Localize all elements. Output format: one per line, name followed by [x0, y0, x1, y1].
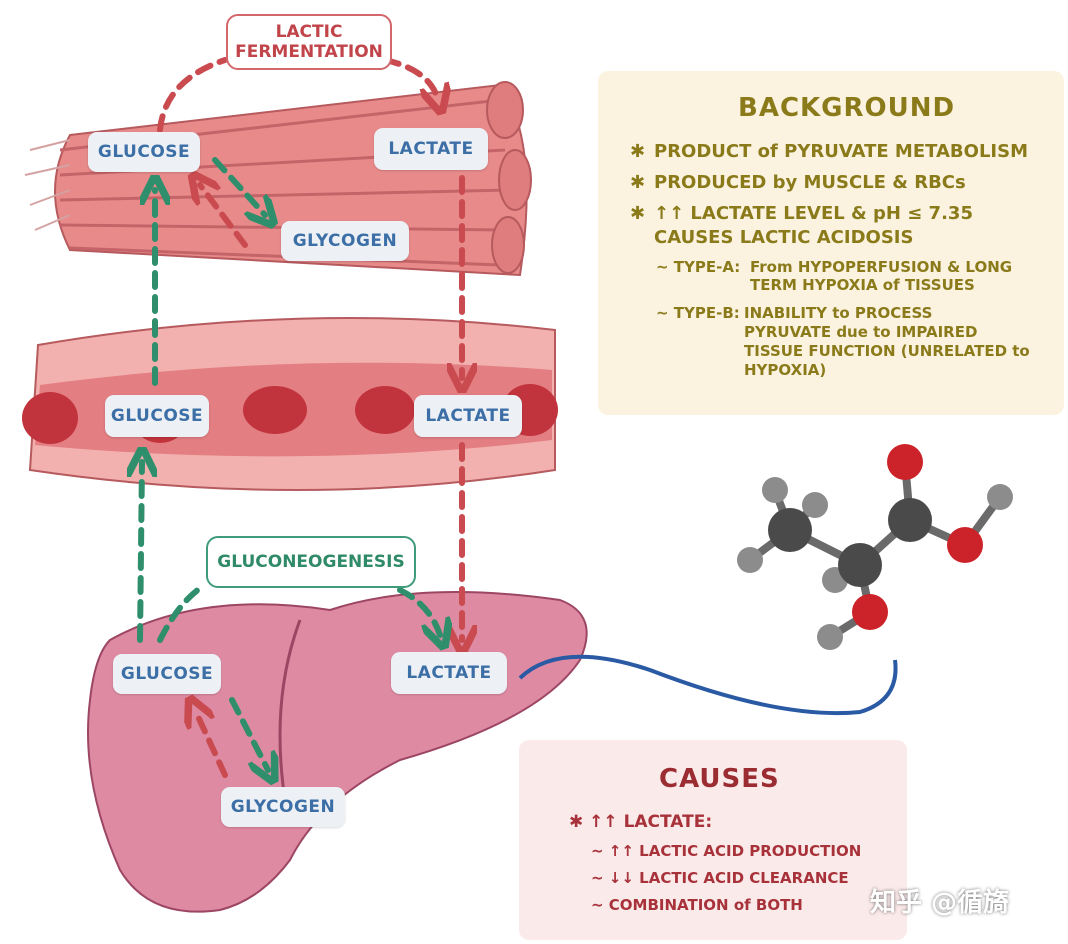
molecule-connector	[518, 654, 898, 716]
lactic-acid-molecule-icon	[737, 444, 1013, 650]
red-arrows	[157, 57, 462, 778]
causes-title: CAUSES	[659, 764, 780, 794]
blood-lactate-pill: LACTATE	[414, 395, 522, 437]
type-b-line-4: HYPOXIA)	[744, 361, 827, 379]
gluconeogenesis-label: GLUCONEOGENESIS	[206, 536, 416, 588]
background-bullet-3: ✱	[630, 203, 646, 224]
liver-glucose-pill: GLUCOSE	[113, 654, 221, 694]
type-b-line-2: PYRUVATE due to IMPAIRED	[744, 323, 978, 341]
background-title: BACKGROUND	[738, 93, 956, 123]
background-item-3: ↑↑ LACTATE LEVEL & pH ≤ 7.35	[654, 203, 973, 224]
muscle-glycogen-to-glucose-arrow	[200, 185, 248, 248]
blood-glucose-pill: GLUCOSE	[105, 395, 209, 437]
lactic-fermentation-label: LACTIC FERMENTATION	[226, 14, 392, 70]
causes-panel: CAUSES ✱ ↑↑ LACTATE: ~ ↑↑ LACTIC ACID PR…	[519, 740, 907, 940]
causes-main: ✱ ↑↑ LACTATE:	[569, 812, 713, 832]
type-b-line-3: TISSUE FUNCTION (UNRELATED to	[744, 342, 1030, 360]
liver-to-blood-glucose-arrow	[140, 462, 142, 643]
fermentation-in-arrow	[157, 57, 228, 133]
causes-item-2: ~ ↓↓ LACTIC ACID CLEARANCE	[591, 869, 849, 887]
muscle-glycogen-pill: GLYCOGEN	[281, 221, 409, 261]
liver-glycogen-to-glucose-arrow	[195, 710, 228, 778]
background-bullet-1: ✱	[630, 141, 646, 162]
liver-glycogen-pill: GLYCOGEN	[221, 787, 345, 827]
background-bullet-2: ✱	[630, 172, 646, 193]
causes-item-3: ~ COMBINATION of BOTH	[591, 896, 803, 914]
muscle-illustration	[24, 81, 532, 277]
type-a-label: ~ TYPE-A:	[656, 258, 741, 276]
type-a-line-2: TERM HYPOXIA of TISSUES	[750, 276, 975, 294]
background-panel: BACKGROUND ✱ PRODUCT of PYRUVATE METABOL…	[598, 71, 1064, 415]
background-item-4: CAUSES LACTIC ACIDOSIS	[654, 227, 914, 248]
muscle-lactate-pill: LACTATE	[374, 128, 488, 170]
fermentation-out-arrow	[382, 57, 438, 100]
type-b-label: ~ TYPE-B:	[656, 304, 740, 322]
gluconeogenesis-out-arrow	[157, 582, 208, 643]
muscle-glucose-to-glycogen-arrow	[212, 157, 265, 215]
green-arrows	[140, 157, 440, 770]
causes-item-1: ~ ↑↑ LACTIC ACID PRODUCTION	[591, 842, 862, 860]
liver-lactate-pill: LACTATE	[391, 652, 507, 694]
background-item-2: PRODUCED by MUSCLE & RBCs	[654, 172, 966, 193]
type-a-line-1: From HYPOPERFUSION & LONG	[750, 258, 1013, 276]
gluconeogenesis-in-arrow	[397, 587, 440, 635]
type-b-line-1: INABILITY to PROCESS	[744, 304, 933, 322]
watermark: 知乎 @循旖	[870, 888, 1010, 918]
muscle-glucose-pill: GLUCOSE	[88, 132, 200, 172]
background-item-1: PRODUCT of PYRUVATE METABOLISM	[654, 141, 1029, 162]
liver-glucose-to-glycogen-arrow	[229, 697, 268, 770]
